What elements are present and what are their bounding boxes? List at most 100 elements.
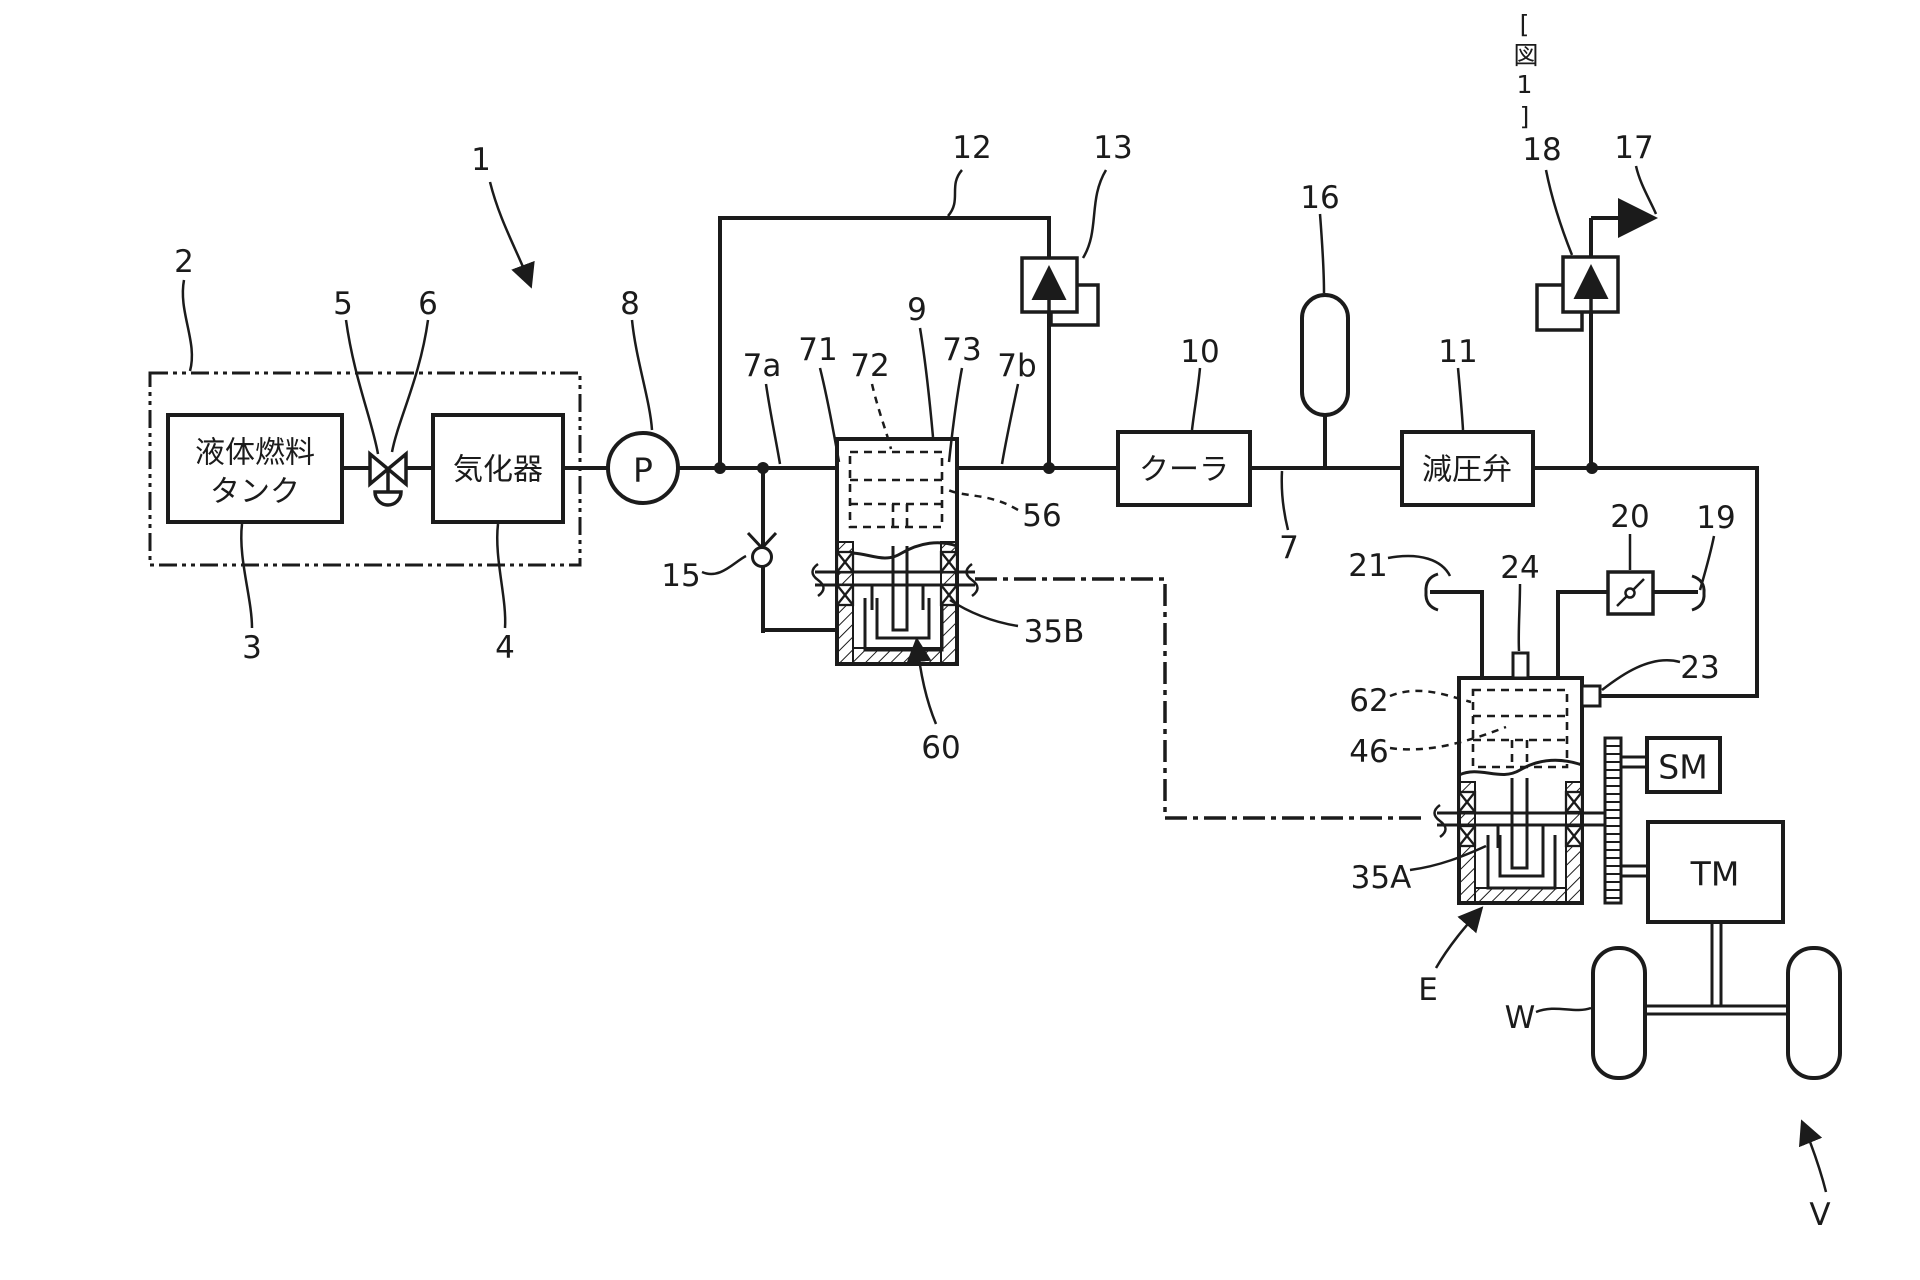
leader-5 (344, 319, 380, 455)
pump-cylinder-9 (811, 437, 979, 666)
reducing-valve-box (1400, 430, 1535, 507)
leader-13 (1081, 169, 1108, 259)
accumulator-16 (1300, 293, 1350, 417)
ref-E: E (1418, 972, 1438, 1008)
ref-35A: 35A (1351, 860, 1412, 896)
leader-46 (1389, 725, 1507, 751)
pressure-reducing-valve-11: 減圧弁 (1400, 430, 1535, 507)
cup-inner-35A (1498, 835, 1545, 878)
ref-73: 73 (942, 332, 981, 368)
cup-inner-35B (875, 598, 931, 640)
engine-E (1424, 570, 1706, 905)
vaporizer-box (431, 413, 565, 524)
piston-dashed-56 (848, 450, 944, 530)
leader-24 (1517, 583, 1522, 652)
propeller-shaft (1710, 922, 1723, 1006)
spark-plug-line (1556, 590, 1698, 678)
reference-labels: 1 2 3 4 5 6 8 12 13 7a 71 72 9 73 7b 56 … (174, 130, 1830, 1233)
pipe-to-engine (1533, 466, 1759, 698)
shutoff-valve-icon (368, 450, 408, 507)
ref-17: 17 (1614, 130, 1653, 166)
junction-dot (1043, 462, 1055, 474)
leader-V (1799, 1119, 1828, 1193)
junction-dot (1586, 462, 1598, 474)
outlet-port-23 (1580, 684, 1602, 708)
piston-dashed-62-46 (1471, 688, 1569, 769)
leader-62 (1389, 689, 1472, 704)
leader-71 (818, 367, 841, 463)
leader-12 (947, 169, 963, 217)
ref-7a: 7a (743, 348, 782, 384)
ref-24: 24 (1500, 550, 1539, 586)
spark-plug-icon (1616, 578, 1645, 607)
leader-23 (1601, 659, 1681, 691)
ref-19: 19 (1696, 500, 1735, 536)
leader-16 (1318, 213, 1326, 294)
intake-pipe-21 (1430, 590, 1484, 678)
leader-17 (1634, 165, 1658, 215)
pipe-cut-bracket-19 (1691, 574, 1706, 612)
leader-15 (701, 554, 747, 576)
gear-wheel (1603, 736, 1623, 905)
piston-rod (891, 546, 909, 632)
ref-46: 46 (1349, 734, 1388, 770)
leader-60 (906, 637, 938, 725)
injector-stub-24 (1511, 651, 1530, 680)
leader-21 (1387, 554, 1452, 577)
fuel-tank-label-line1: 液体燃料 (195, 436, 315, 471)
starter-motor-box (1645, 736, 1722, 794)
transmission-box (1646, 820, 1785, 924)
ref-20: 20 (1610, 499, 1649, 535)
ref-7b: 7b (997, 348, 1036, 384)
check-valve-ball (751, 546, 773, 568)
drive-linkage (975, 577, 1427, 820)
reducing-valve-label: 減圧弁 (1422, 453, 1512, 488)
leader-2 (181, 279, 194, 372)
ref-9: 9 (907, 292, 927, 328)
ref-72: 72 (850, 348, 889, 384)
bearing-icons (835, 550, 959, 607)
ref-56: 56 (1022, 498, 1061, 534)
cup-outer-35B (863, 598, 944, 652)
transmission-shaft (1621, 864, 1648, 878)
leader-73 (947, 367, 964, 463)
relief-valve-13 (1020, 256, 1100, 327)
cooler-10: クーラ (1116, 430, 1252, 507)
pipe-cut-bracket-21 (1424, 572, 1439, 612)
leader-7a (764, 383, 782, 465)
fuel-piping (342, 216, 1759, 698)
gear-teeth (1605, 745, 1621, 899)
ref-W: W (1505, 1000, 1536, 1036)
leader-11 (1456, 367, 1465, 431)
ref-60: 60 (921, 730, 960, 766)
wheel-right (1786, 946, 1842, 1080)
ref-21: 21 (1348, 548, 1387, 584)
ref-5: 5 (333, 286, 353, 322)
junction-dot (714, 462, 726, 474)
crank-webs (870, 585, 925, 610)
leader-18 (1544, 169, 1574, 256)
check-valve-15 (746, 531, 778, 568)
ref-4: 4 (495, 630, 515, 666)
bearing-icons (1457, 790, 1584, 848)
ref-62: 62 (1349, 683, 1388, 719)
leader-lines (181, 165, 1828, 1193)
drivetrain: SM TM (1591, 736, 1842, 1080)
pump-label: P (633, 451, 653, 490)
figure-number-tag: [図1] (1510, 10, 1539, 134)
ref-71: 71 (798, 332, 837, 368)
linkage-shaft-line (975, 577, 1427, 820)
unit-boundary-box (148, 371, 582, 567)
fuel-tank-label-line2: タンク (210, 475, 300, 510)
starter-motor-label: SM (1658, 748, 1707, 787)
wheel-left (1591, 946, 1647, 1080)
leader-9 (918, 327, 935, 438)
leader-W (1535, 1006, 1592, 1014)
ref-6: 6 (418, 286, 438, 322)
ref-18: 18 (1522, 132, 1561, 168)
fuel-pump: P (606, 431, 680, 505)
leader-35B (949, 598, 1019, 628)
shaft-break-marks (811, 562, 979, 598)
check-valve-seat (746, 531, 778, 550)
shaft-break-mark (1433, 803, 1447, 839)
